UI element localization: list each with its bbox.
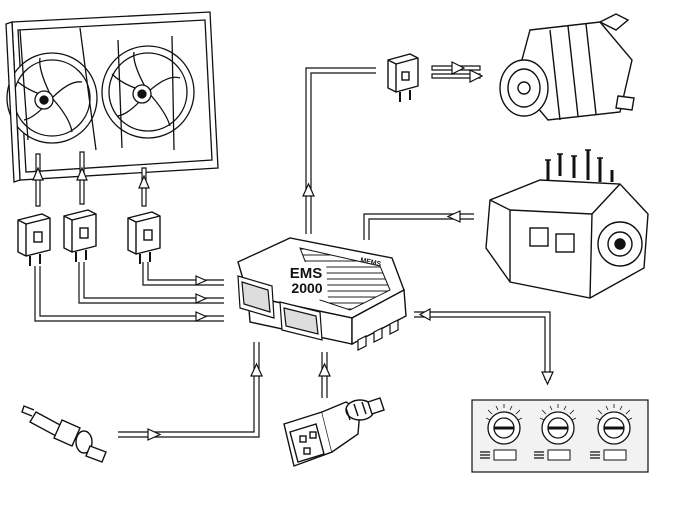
fan-right [101,35,195,151]
fan-relay-3 [127,211,161,264]
coolant-sensor-wire [118,342,263,441]
ems-panel-wire [414,307,554,386]
crankshaft-position-sensor [283,397,385,467]
fan-left [6,27,98,151]
ems-to-ac-relay-wire [302,67,376,234]
ems-to-relay-wires [34,262,224,322]
ems-2000-ecu: EMS 2000 MEMS [237,237,407,351]
abs-to-ems-wire [363,210,474,240]
crank-sensor-wire [318,352,331,398]
fan-relays [17,209,161,266]
relay-to-compressor-arrows [431,61,484,83]
coolant-temperature-sensor [21,405,107,463]
ems-side-mark: MEMS [360,257,382,268]
ac-compressor [499,13,635,121]
ems-connectors [237,275,399,351]
ac-relay [387,53,419,102]
up-arrow-1 [32,153,44,207]
ems-label-line1: EMS [290,265,323,282]
heater-control-panel [471,399,649,473]
up-arrow-2 [76,151,88,205]
fan-relay-1 [17,213,51,266]
radiator-fans [5,11,219,183]
up-arrow-3 [138,167,150,207]
abs-modulator [485,149,649,299]
ems-label-line2: 2000 [291,280,322,296]
relay-to-fan-arrows [32,151,150,207]
fan-relay-2 [63,209,97,262]
